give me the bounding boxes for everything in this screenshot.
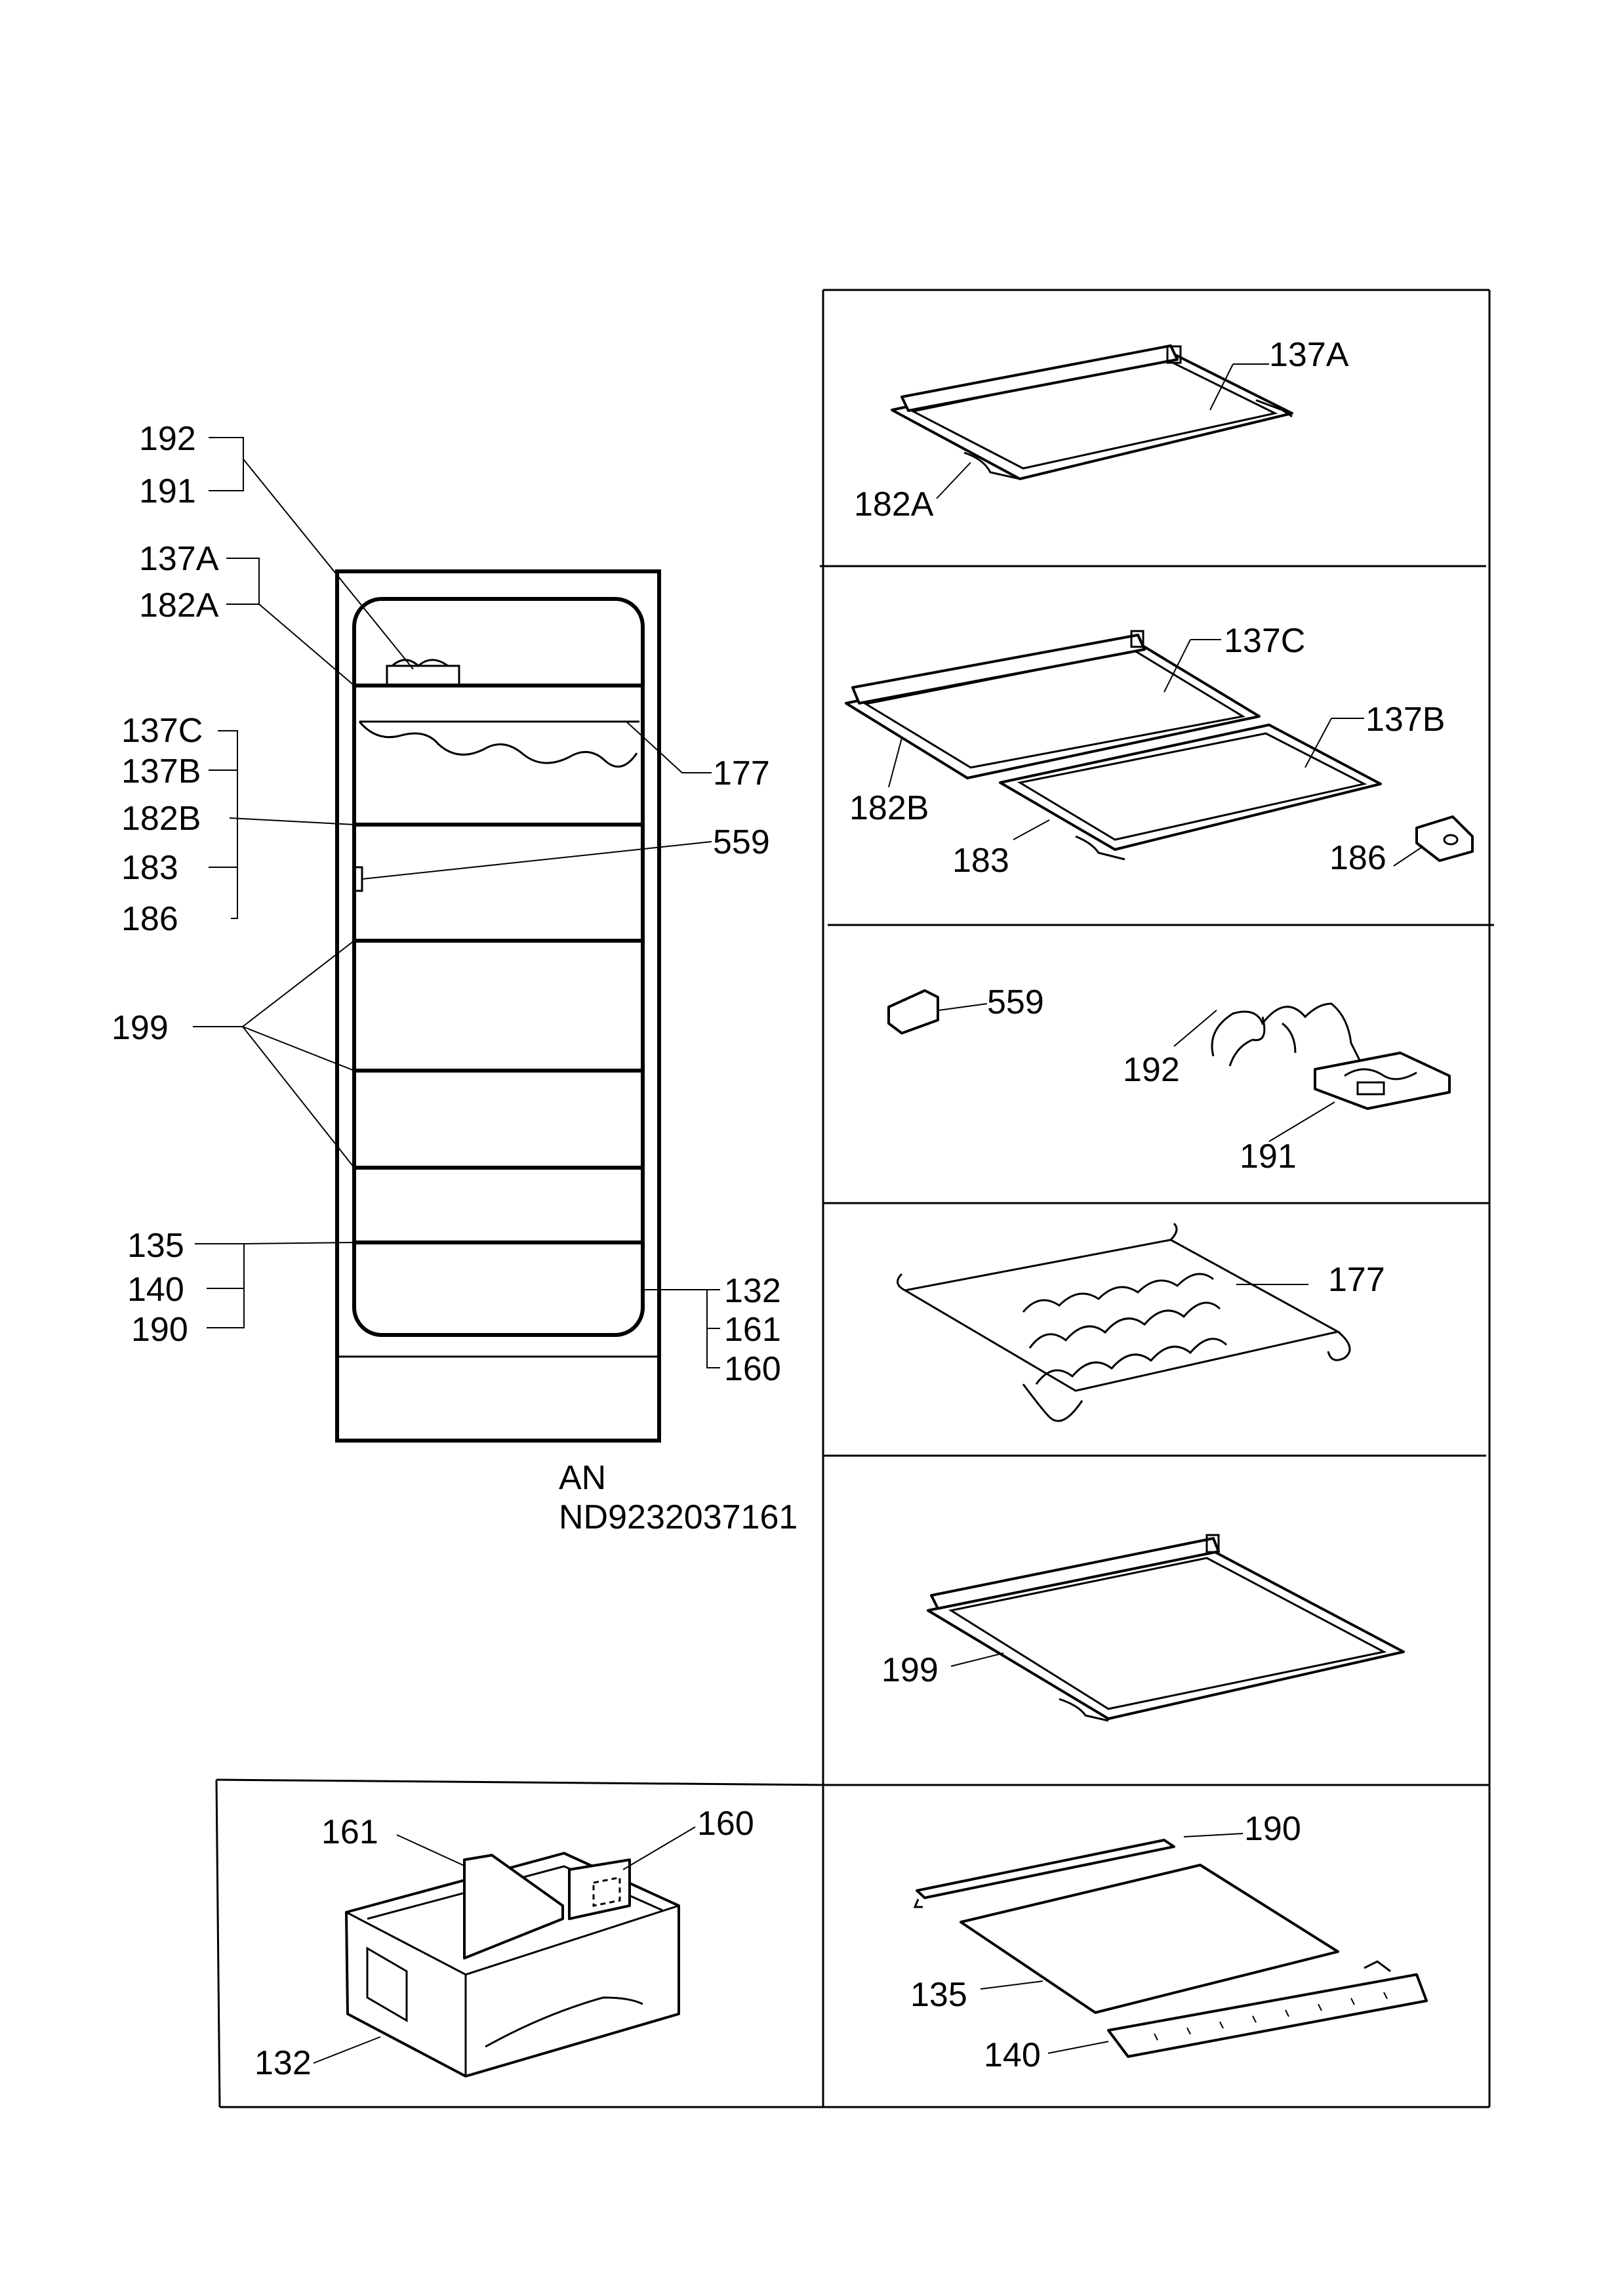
- part-rail-190: [913, 1833, 1244, 1908]
- part-rail-140: [1047, 1960, 1428, 2058]
- part-shelf-137B-183: [999, 718, 1382, 861]
- label-182B-part: 182B: [849, 789, 929, 827]
- label-182A: 182A: [139, 586, 219, 625]
- label-161: 161: [724, 1311, 781, 1349]
- label-135: 135: [127, 1227, 184, 1265]
- label-177-part: 177: [1328, 1261, 1385, 1299]
- label-183-part: 183: [952, 842, 1009, 880]
- label-135-part: 135: [910, 1976, 967, 2014]
- label-132: 132: [724, 1272, 781, 1310]
- part-glass-135: [960, 1864, 1339, 2014]
- label-190: 190: [131, 1311, 188, 1349]
- label-192-part: 192: [1123, 1051, 1180, 1089]
- label-137A: 137A: [139, 540, 219, 578]
- label-186: 186: [121, 900, 178, 938]
- part-shelf-137C-182B: [845, 630, 1261, 788]
- label-559-part: 559: [987, 983, 1044, 1021]
- part-wire-192: [1173, 1002, 1365, 1070]
- label-559: 559: [713, 823, 770, 861]
- label-182A-part: 182A: [854, 485, 934, 523]
- label-137B-part: 137B: [1365, 701, 1445, 739]
- label-161-crisper: 161: [321, 1813, 378, 1851]
- part-button-559: [887, 989, 988, 1035]
- label-192: 192: [139, 420, 196, 458]
- label-140-part: 140: [984, 2036, 1041, 2074]
- part-shelf-137A-182A: [891, 344, 1293, 499]
- label-177: 177: [713, 754, 770, 792]
- label-160: 160: [724, 1350, 781, 1388]
- label-191-part: 191: [1240, 1138, 1297, 1176]
- label-140: 140: [127, 1271, 184, 1309]
- label-190-part: 190: [1244, 1810, 1301, 1848]
- part-divider-160: [568, 1826, 696, 1920]
- part-bottle-rack-177: [897, 1222, 1351, 1422]
- label-183: 183: [121, 849, 178, 887]
- part-holder-191: [1268, 1052, 1451, 1142]
- panel-frame: [215, 289, 1494, 2108]
- model-code-line2: ND9232037161: [559, 1498, 798, 1536]
- label-132-crisper: 132: [254, 2044, 312, 2082]
- part-shelf-199: [927, 1534, 1405, 1722]
- label-160-crisper: 160: [697, 1805, 754, 1843]
- label-182B: 182B: [121, 800, 201, 838]
- part-divider-161: [396, 1834, 564, 1959]
- label-137A-part: 137A: [1269, 336, 1349, 374]
- part-clip-186: [1393, 815, 1474, 867]
- label-199: 199: [111, 1009, 169, 1047]
- overview-leaders: [193, 437, 720, 1368]
- label-186-part: 186: [1329, 839, 1386, 877]
- label-137C-part: 137C: [1224, 622, 1305, 660]
- label-199-part: 199: [881, 1651, 939, 1689]
- cabinet-overview: [335, 569, 661, 1443]
- label-191: 191: [139, 472, 196, 510]
- label-137C: 137C: [121, 712, 203, 750]
- label-137B: 137B: [121, 752, 201, 790]
- model-code-line1: AN: [559, 1459, 606, 1497]
